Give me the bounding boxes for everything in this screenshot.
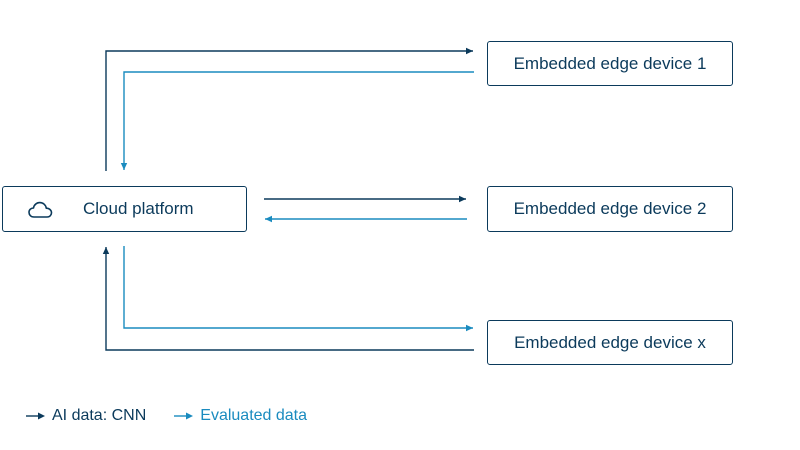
- edge-device-x-to-cloud: [102, 247, 474, 351]
- legend-item-evaluated-data: Evaluated data: [174, 407, 307, 425]
- edge-device-2-node: Embedded edge device 2: [487, 186, 733, 232]
- edge-device-2-label: Embedded edge device 2: [513, 199, 707, 218]
- cloud-icon: [28, 201, 53, 218]
- edge-device-x-node: Embedded edge device x: [487, 320, 733, 365]
- cloud-platform-node: Cloud platform: [2, 186, 247, 232]
- legend-item-ai-data: AI data: CNN: [26, 407, 146, 425]
- arrow-right-icon: [174, 412, 194, 420]
- legend-evaluated-data-label: Evaluated data: [200, 407, 308, 424]
- edge-device-1-node: Embedded edge device 1: [487, 41, 733, 86]
- edge-device-1-to-cloud: [120, 71, 474, 170]
- edge-device-x-label: Embedded edge device x: [514, 332, 706, 352]
- cloud-platform-label: Cloud platform: [83, 199, 194, 218]
- legend-ai-data-label: AI data: CNN: [52, 407, 147, 424]
- edge-device-1-label: Embedded edge device 1: [513, 53, 707, 73]
- legend: AI data: CNN Evaluated data: [26, 405, 335, 427]
- edge-cloud-to-device-1: [105, 47, 473, 171]
- arrow-right-icon: [26, 412, 45, 420]
- edge-cloud-to-device-x: [123, 246, 473, 332]
